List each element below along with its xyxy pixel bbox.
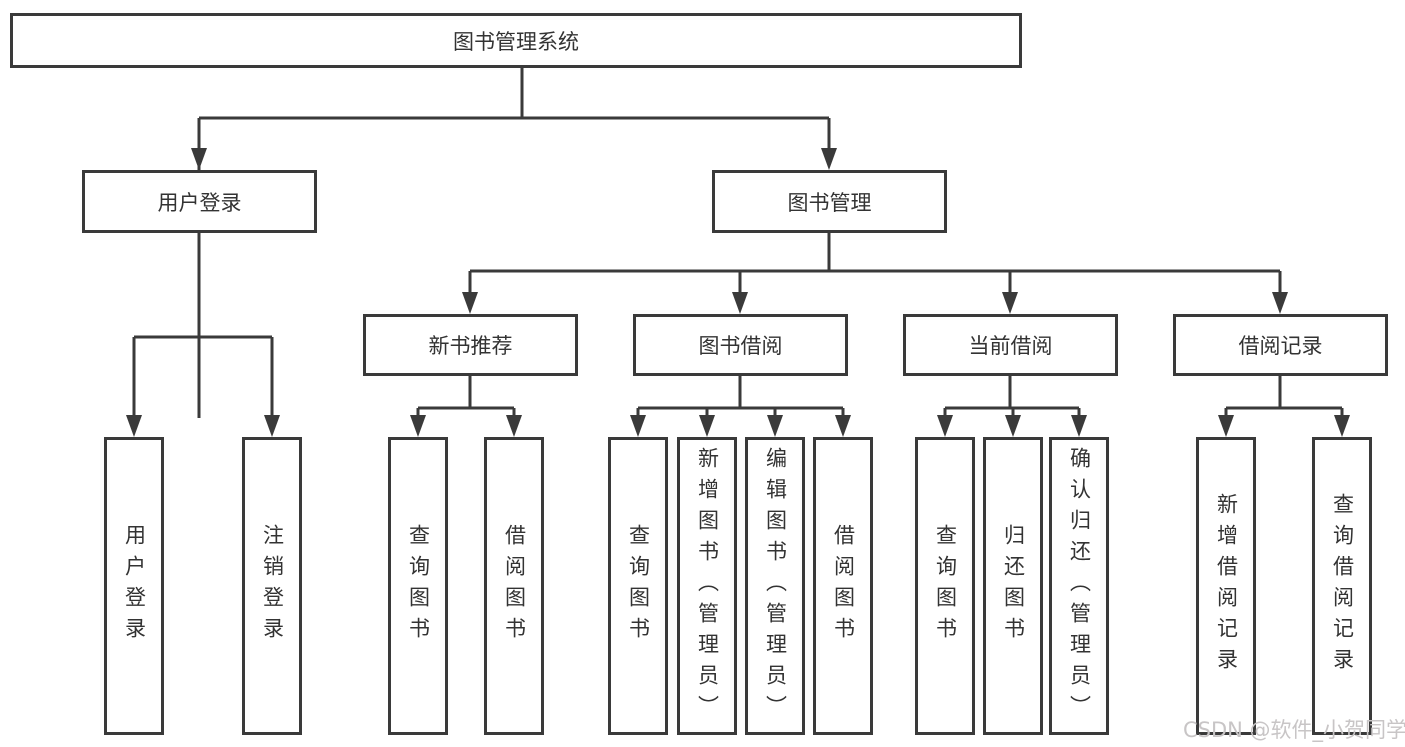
csdn-watermark: CSDN @软件_小贺同学 [1183,718,1405,742]
node-new-book-recommendation: 新书推荐 [363,314,578,376]
node-label: 注销登录 [260,524,285,648]
node-label: 图书管理系统 [453,29,579,54]
leaf-user-login: 用户登录 [104,437,164,735]
node-label: 查询借阅记录 [1330,493,1355,679]
node-borrowing-records: 借阅记录 [1173,314,1388,376]
node-label: 借阅图书 [831,524,856,648]
leaf-query-books-borrowing: 查询图书 [608,437,668,735]
node-user-login: 用户登录 [82,170,317,233]
node-label: 新书推荐 [428,334,513,358]
connector-bookborrow-to-leaves [630,376,851,437]
connector-line [132,233,274,417]
arrowhead-icon [835,415,851,437]
node-label: 图书管理 [787,190,872,215]
node-label: 当前借阅 [968,334,1053,358]
arrowhead-icon [1002,292,1018,314]
arrowhead-icon [1334,415,1350,437]
leaf-query-borrow-record: 查询借阅记录 [1312,437,1372,735]
leaf-confirm-return-admin: 确认归还（管理员） [1049,437,1109,735]
arrowhead-icon [1005,415,1021,437]
connector-userlogin-to-leaves [126,233,280,437]
node-label: 编辑图书（管理员） [763,446,788,726]
connector-line [943,376,1081,417]
connector-root-to-level2 [191,67,837,418]
connector-bookmgmt-to-level3 [462,233,1288,314]
arrowhead-icon [1272,292,1288,314]
connector-line [1224,376,1344,417]
arrowhead-icon [937,415,953,437]
leaf-borrow-books-borrowing: 借阅图书 [813,437,873,735]
node-label: 新增借阅记录 [1214,493,1239,679]
leaf-return-books: 归还图书 [983,437,1043,735]
leaf-borrow-books-newrec: 借阅图书 [484,437,544,735]
node-book-borrowing: 图书借阅 [633,314,848,376]
node-label: 查询图书 [406,524,431,648]
leaf-query-books-newrec: 查询图书 [388,437,448,735]
connector-line [197,67,831,418]
node-label: 查询图书 [933,524,958,648]
node-root-system: 图书管理系统 [10,13,1022,68]
arrowhead-icon [699,415,715,437]
node-label: 图书借阅 [698,334,783,358]
arrowhead-icon [126,415,142,437]
node-label: 借阅图书 [502,524,527,648]
node-current-borrowing: 当前借阅 [903,314,1118,376]
arrowhead-icon [264,415,280,437]
node-book-management: 图书管理 [712,170,947,233]
leaf-edit-books-admin: 编辑图书（管理员） [745,437,805,735]
arrowhead-icon [1071,415,1087,437]
arrowhead-icon [191,148,207,170]
node-label: 用户登录 [122,524,147,648]
node-label: 用户登录 [157,190,242,215]
connector-line [468,233,1282,294]
node-label: 借阅记录 [1238,334,1323,358]
connector-borrowrecord-to-leaves [1218,376,1350,437]
arrowhead-icon [506,415,522,437]
node-label: 查询图书 [626,524,651,648]
node-label: 归还图书 [1001,524,1026,648]
arrowhead-icon [767,415,783,437]
arrowhead-icon [821,148,837,170]
connector-currentborrow-to-leaves [937,376,1087,437]
arrowhead-icon [732,292,748,314]
leaf-add-books-admin: 新增图书（管理员） [677,437,737,735]
arrowhead-icon [410,415,426,437]
arrowhead-icon [630,415,646,437]
arrowhead-icon [462,292,478,314]
connector-newbookrec-to-leaves [410,376,522,437]
connector-line [636,376,845,417]
node-label: 确认归还（管理员） [1067,446,1092,726]
leaf-add-borrow-record: 新增借阅记录 [1196,437,1256,735]
node-label: 新增图书（管理员） [695,446,720,726]
leaf-query-books-current: 查询图书 [915,437,975,735]
arrowhead-icon [1218,415,1234,437]
leaf-logout: 注销登录 [242,437,302,735]
connector-line [416,376,516,417]
